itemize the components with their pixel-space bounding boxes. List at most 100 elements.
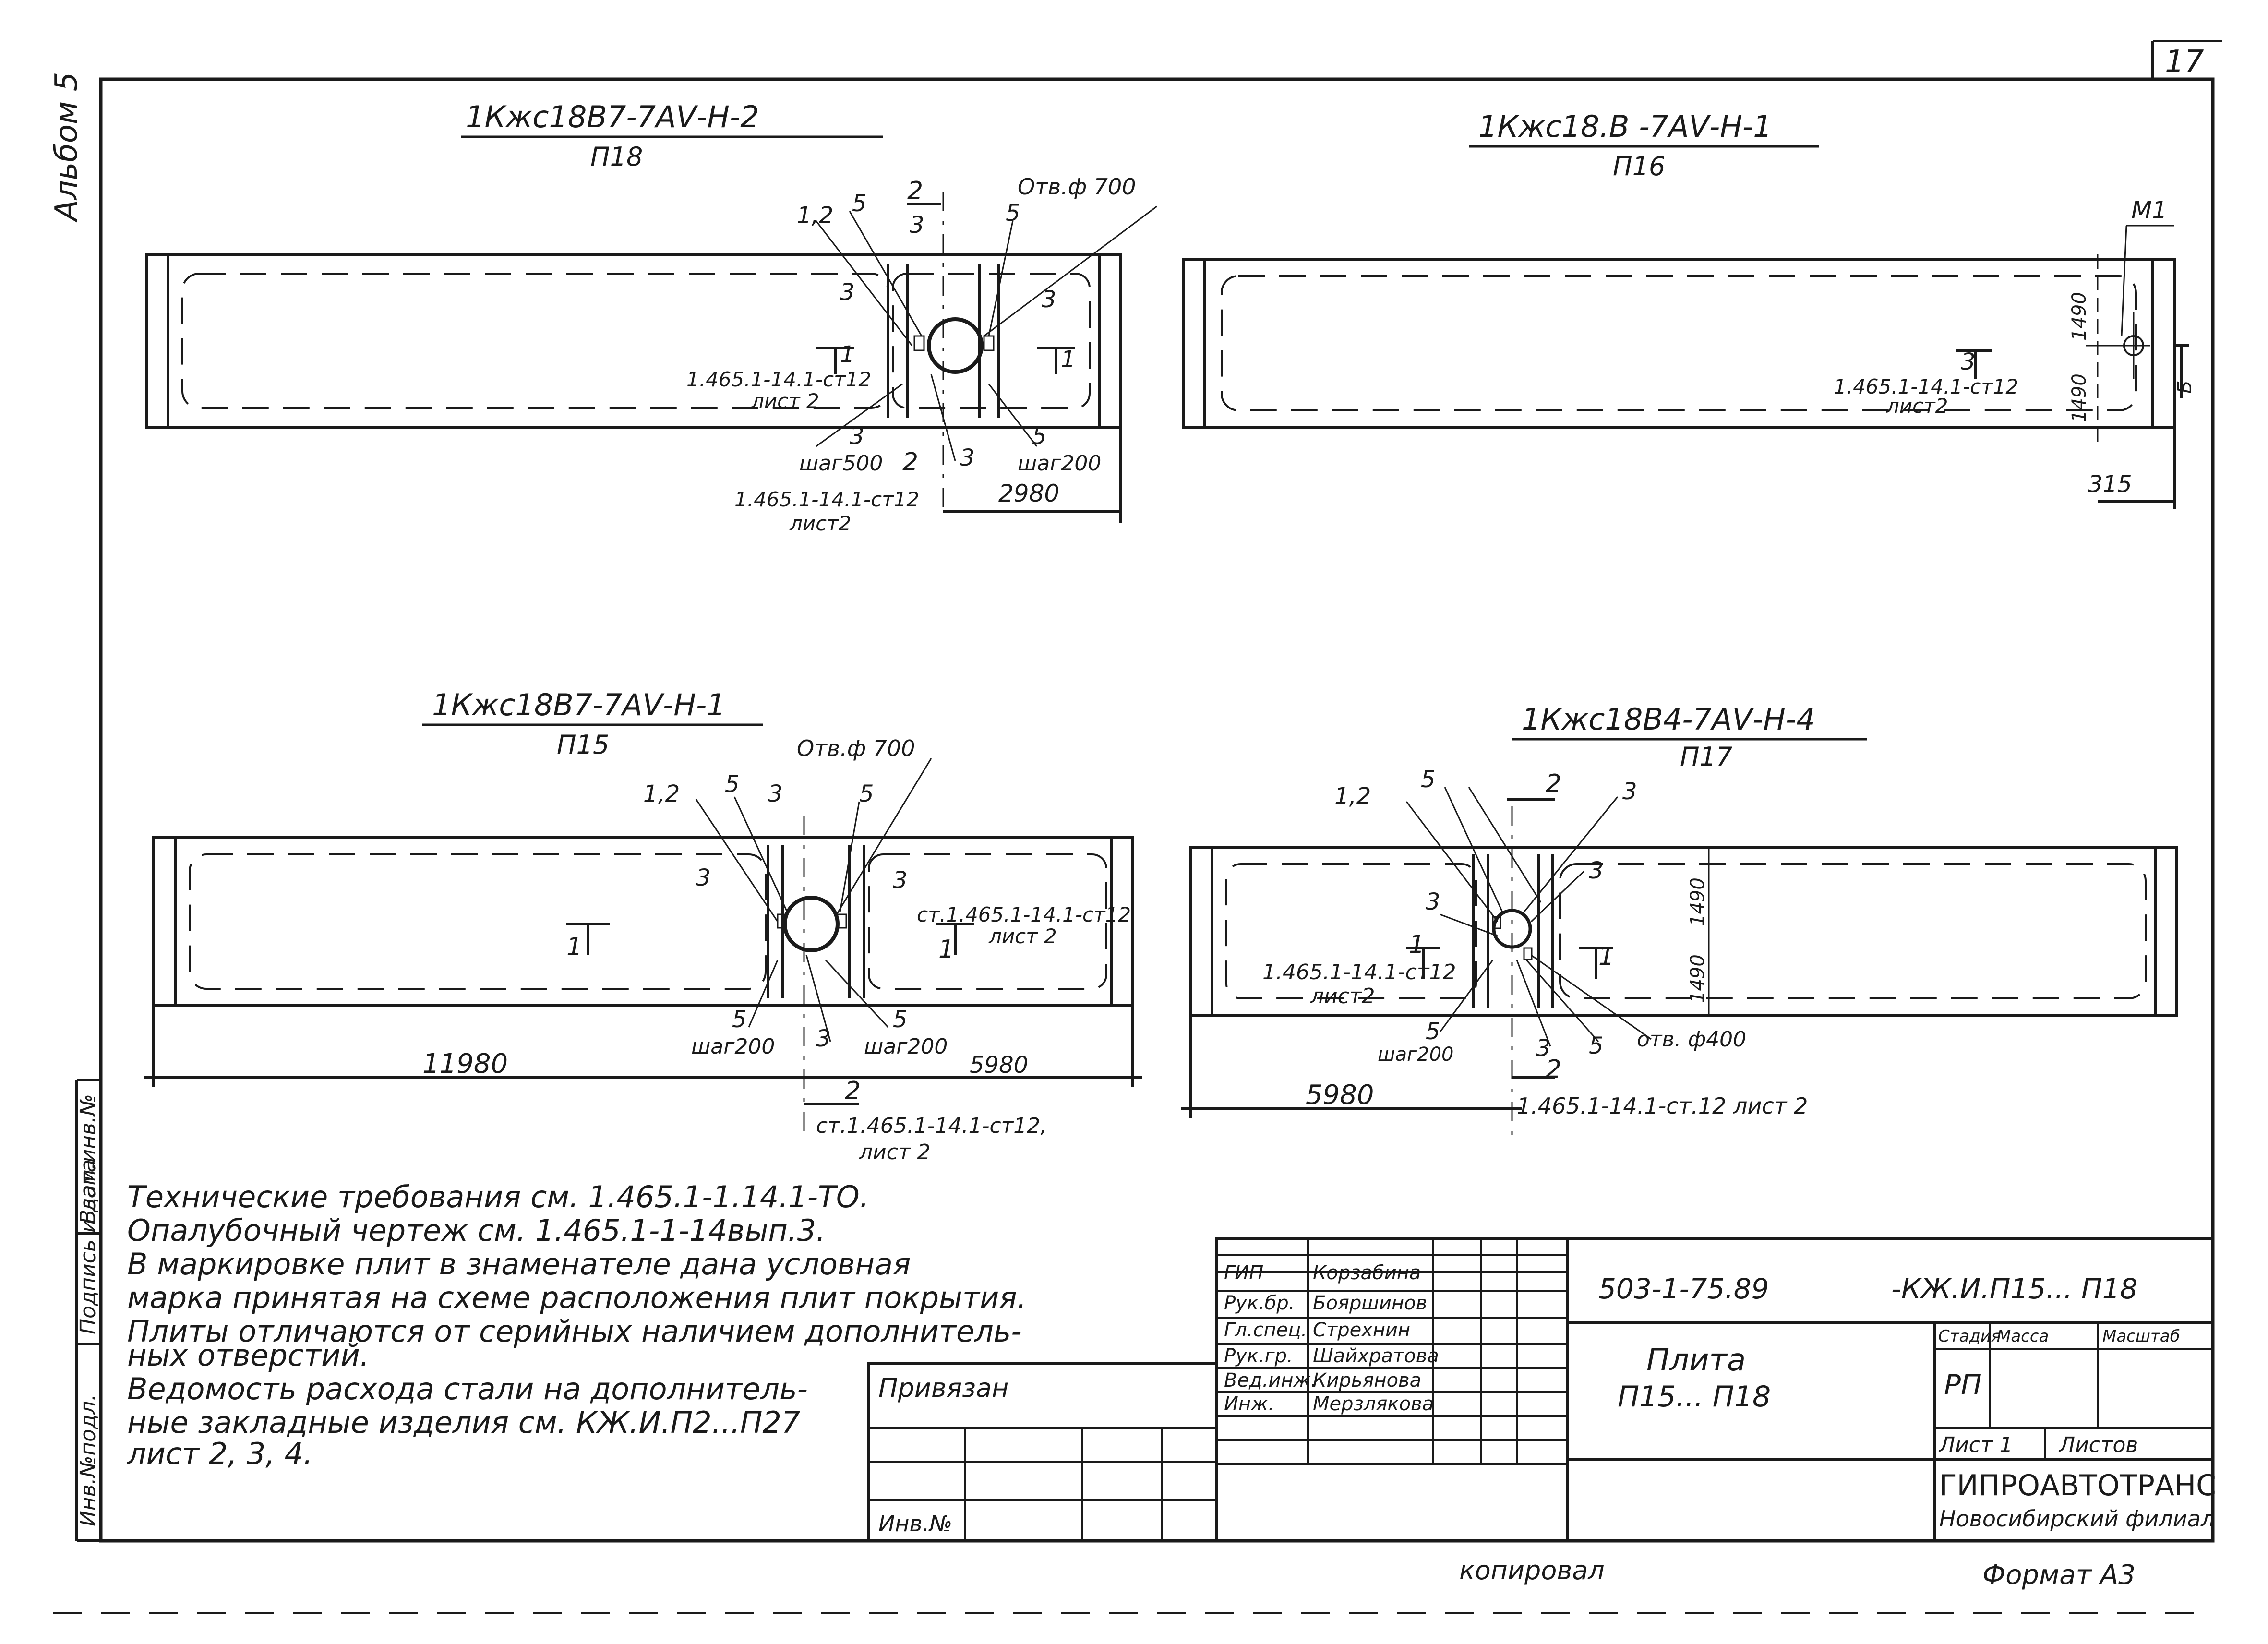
vzam-inv-label: Взам.инв.№ <box>76 1094 100 1224</box>
p17-label-5a: 5 <box>1421 766 1436 793</box>
p16-label-3: 3 <box>1961 348 1976 375</box>
signer-name-6: Мерзлякова <box>1313 1393 1434 1415</box>
plate-p16: 1Кжс18.В -7АⅤ-Н-1 П16 М1 1490 1490 3 1.4… <box>1182 109 2196 509</box>
p18-label-3c: 3 <box>1042 286 1056 313</box>
plate-p15-code: П15 <box>557 730 609 760</box>
p15-section-1: 1 <box>566 933 582 961</box>
title-block-text: ГИП Корзабина Рук.бр. Бояршинов Гл.спец.… <box>1224 1262 2216 1532</box>
plate-p16-mark: 1Кжс18.В -7АⅤ-Н-1 <box>1478 109 1772 144</box>
plate-p17: 1Кжс18В4-7АⅤ-Н-4 П17 <box>1181 702 2178 1142</box>
album-note: Альбом 5 <box>49 72 84 223</box>
p15-dim-5980: 5980 <box>970 1052 1028 1079</box>
p18-label-3a: 3 <box>910 212 924 239</box>
p15-step-200b: шаг200 <box>864 1034 948 1059</box>
p18-step-200: шаг200 <box>1018 451 1101 476</box>
p18-section-2: 2 <box>907 177 923 205</box>
stage-value: РП <box>1944 1368 1982 1401</box>
signer-role-1: ГИП <box>1224 1262 1263 1284</box>
plate-p18-code: П18 <box>590 142 643 172</box>
p15-label-3c: 3 <box>893 867 908 894</box>
document-code: -КЖ.И.П15... П18 <box>1891 1272 2137 1305</box>
drawing-title-2: П15... П18 <box>1618 1380 1771 1414</box>
p17-label-3b: 3 <box>1589 857 1604 884</box>
p17-label-5c: 5 <box>1589 1032 1604 1059</box>
p17-label-5b: 5 <box>1426 1018 1440 1045</box>
signer-name-1: Корзабина <box>1313 1262 1421 1284</box>
p18-ref-2: 1.465.1-14.1-ст12 <box>734 488 919 511</box>
drawing-title-1: Плита <box>1646 1343 1746 1378</box>
p15-hole-label: Отв.ф 700 <box>797 735 915 761</box>
signer-name-5: Кирьянова <box>1313 1369 1421 1392</box>
p15-dim-11980: 11980 <box>422 1048 508 1080</box>
p18-step-500: шаг500 <box>799 451 883 476</box>
p15-label-5c: 5 <box>732 1006 747 1033</box>
note-line-8: ные закладные изделия см. КЖ.И.П2...П27 <box>127 1405 800 1440</box>
p17-section-2: 2 <box>1546 769 1561 798</box>
p18-label-3b: 3 <box>840 279 855 306</box>
plate-p16-code: П16 <box>1613 151 1665 181</box>
format-label: Формат А3 <box>1982 1560 2136 1591</box>
p15-label-12: 1,2 <box>643 780 680 807</box>
p18-section-1b: 1 <box>1061 346 1076 373</box>
p17-label-12: 1,2 <box>1334 783 1371 810</box>
project-code: 503-1-75.89 <box>1598 1272 1769 1305</box>
signer-name-4: Шайхратова <box>1313 1345 1439 1367</box>
p17-section-2b: 2 <box>1546 1055 1561 1084</box>
podp-data-label: Подпись и дата <box>76 1160 100 1334</box>
plate-p17-code: П17 <box>1680 742 1732 772</box>
org-name: ГИПРОАВТОТРАНС <box>1939 1469 2216 1502</box>
privyazan-label: Привязан <box>878 1373 1008 1403</box>
p16-m1-label: М1 <box>2131 196 2167 224</box>
note-line-5: Плиты отличаются от серийных наличием до… <box>127 1314 1022 1349</box>
p15-label-3d: 3 <box>816 1025 831 1052</box>
p15-label-5d: 5 <box>893 1006 908 1033</box>
plate-p15-mark: 1Кжс18В7-7АⅤ-Н-1 <box>432 687 726 722</box>
copied-label: копировал <box>1459 1555 1605 1585</box>
technical-notes: Технические требования см. 1.465.1-1.14.… <box>127 1179 1026 1471</box>
p16-dim-315: 315 <box>2088 471 2132 498</box>
p18-section-1: 1 <box>840 341 855 368</box>
note-line-7: Ведомость расхода стали на дополнитель- <box>127 1371 808 1406</box>
p15-label-3b: 3 <box>696 864 711 891</box>
privyazan-inv-label: Инв.№ <box>878 1511 952 1536</box>
p17-ref-b: лист2 <box>1310 984 1375 1008</box>
p16-dim-1490b: 1490 <box>2068 373 2090 422</box>
p18-ref-1: 1.465.1-14.1-ст12 <box>686 368 871 391</box>
signer-role-6: Инж. <box>1224 1393 1274 1415</box>
p18-label-5a: 5 <box>852 190 867 217</box>
plate-p15: 1Кжс18В7-7АⅤ-Н-1 П15 <box>144 687 1142 1164</box>
p15-ref: ст.1.465.1-14.1-ст12 <box>917 903 1131 926</box>
sheet-header: Лист 1 <box>1938 1433 2013 1457</box>
plate-p18: 1Кжс18В7-7АⅤ-Н-2 П18 <box>145 99 1157 535</box>
note-line-1: Технические требования см. 1.465.1-1.14.… <box>127 1179 869 1214</box>
note-line-9: лист 2, 3, 4. <box>127 1436 313 1471</box>
stage-header: Стадия <box>1938 1327 2001 1346</box>
p15-ref-b: лист 2 <box>988 924 1057 948</box>
note-line-4: марка принятая на схеме расположения пли… <box>127 1280 1026 1315</box>
p18-ref-1b: лист 2 <box>751 389 819 413</box>
p17-ref-2: 1.465.1-14.1-ст.12 лист 2 <box>1517 1093 1808 1119</box>
p15-ref-2: ст.1.465.1-14.1-ст12, <box>816 1114 1047 1138</box>
p17-ref: 1.465.1-14.1-ст12 <box>1262 960 1456 984</box>
p17-section-1b: 1 <box>1598 942 1614 971</box>
p15-ref-2b: лист 2 <box>859 1140 931 1164</box>
sheet-number: 17 <box>2165 44 2204 80</box>
signer-name-3: Стрехнин <box>1313 1319 1410 1341</box>
signer-role-2: Рук.бр. <box>1224 1292 1295 1314</box>
plate-p17-mark: 1Кжс18В4-7АⅤ-Н-4 <box>1522 702 1815 737</box>
p17-label-3d: 3 <box>1536 1035 1551 1062</box>
signer-role-3: Гл.спец. <box>1224 1319 1307 1341</box>
p17-step-200: шаг200 <box>1378 1044 1453 1066</box>
p18-label-3e: 3 <box>960 444 975 471</box>
p17-dim-5980: 5980 <box>1306 1080 1374 1111</box>
p17-hole-label: отв. ф400 <box>1637 1027 1746 1052</box>
p17-dim-1490b: 1490 <box>1687 954 1709 1003</box>
sheets-header: Листов <box>2058 1433 2138 1457</box>
p18-section-2b: 2 <box>902 448 918 477</box>
p18-dim: 2980 <box>998 480 1059 507</box>
p16-ref-b: лист2 <box>1886 394 1948 418</box>
p15-section-2: 2 <box>845 1077 861 1105</box>
p15-label-3a: 3 <box>768 780 783 807</box>
p15-label-5b: 5 <box>859 780 874 807</box>
